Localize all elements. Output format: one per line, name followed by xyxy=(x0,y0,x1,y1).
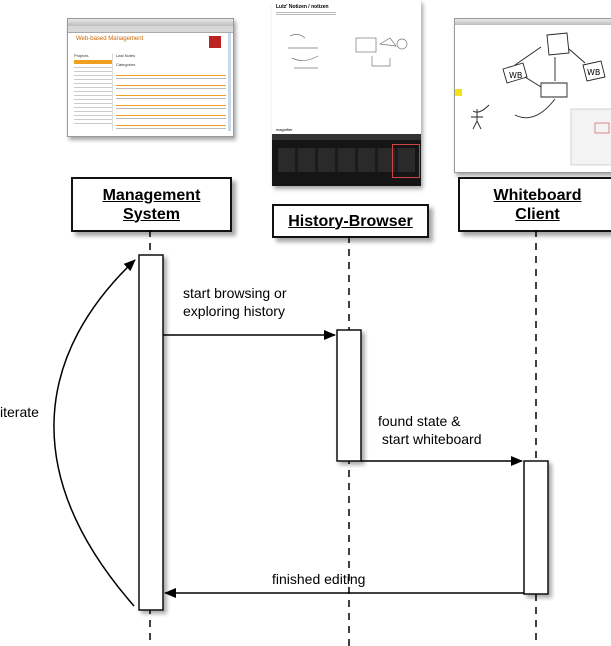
wb-label-1: WB xyxy=(509,71,522,80)
message-label-found-state: found state & start whiteboard xyxy=(378,413,482,447)
participant-history-browser: History-Browser xyxy=(272,204,429,238)
window-titlebar xyxy=(68,19,233,26)
activation-whiteboard xyxy=(523,460,549,595)
history-browser-screenshot: Lutz' Notizen / notizen magnifier xyxy=(272,0,421,186)
sidebar-heading: Projects xyxy=(74,53,89,58)
iterate-loop-arrow xyxy=(53,259,136,607)
activation-history xyxy=(336,329,362,462)
whiteboard-screenshot: WB WB xyxy=(454,18,611,173)
scrollbar xyxy=(228,33,231,131)
app-title: Web-based Management xyxy=(76,36,144,42)
magnifier-bar: magnifier xyxy=(272,126,421,134)
history-title: Lutz' Notizen / notizen xyxy=(276,4,329,10)
history-subtitle-lines xyxy=(276,11,336,16)
sidebar: Projects xyxy=(74,53,113,131)
magnifier-label: magnifier xyxy=(276,127,293,132)
timeline-strip xyxy=(272,134,421,186)
participant-label: Management System xyxy=(102,186,201,223)
timeline-top-bar xyxy=(272,134,421,140)
browser-toolbar xyxy=(68,26,233,33)
message-label-finished-editing: finished editing xyxy=(272,571,366,587)
categories-heading: Categories xyxy=(116,62,136,67)
participant-whiteboard-client: Whiteboard Client xyxy=(458,177,611,232)
history-canvas-sketch xyxy=(288,34,408,69)
participant-label: History-Browser xyxy=(288,212,413,230)
whiteboard-sketch: WB WB xyxy=(455,32,611,166)
activation-management xyxy=(138,254,164,611)
sidebar-highlight xyxy=(74,60,112,64)
note-rows xyxy=(116,69,226,131)
app-header: Web-based Management xyxy=(68,33,233,51)
sidebar-lines xyxy=(74,64,112,126)
notes-heading: Last Notes xyxy=(116,53,136,58)
loop-label-iterate: iterate xyxy=(0,404,39,420)
management-screenshot: Web-based Management Projects Last Notes… xyxy=(67,18,234,137)
logo xyxy=(209,36,221,48)
message-label-start-browsing: start browsing or exploring history xyxy=(183,285,287,319)
wb-label-2: WB xyxy=(587,68,600,77)
window-titlebar xyxy=(455,19,611,25)
main-list: Last Notes Categories xyxy=(116,53,226,131)
participant-label: Whiteboard Client xyxy=(493,186,582,223)
participant-management-system: Management System xyxy=(71,177,232,232)
timeline-selected-thumb xyxy=(392,144,420,178)
